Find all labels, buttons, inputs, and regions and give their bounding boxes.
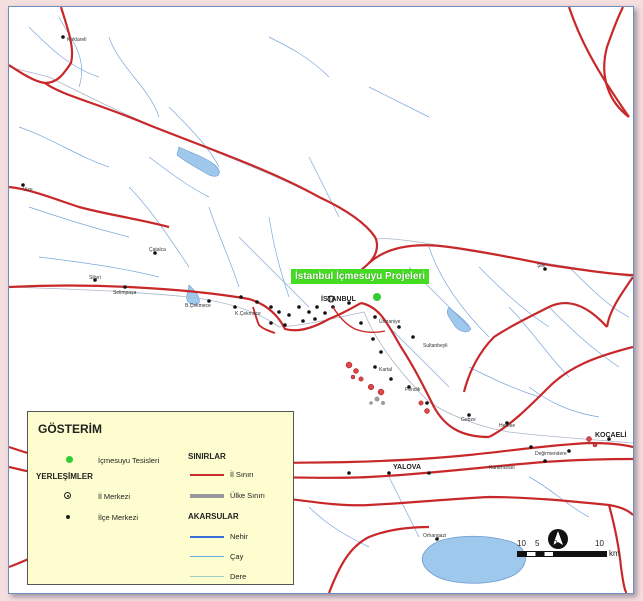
facility-legend-icon: [66, 456, 73, 463]
map-frame: Kırklareli Vize Çatalca Silivri Selimpaş…: [8, 6, 634, 594]
river-line: [190, 536, 224, 538]
reservoir-omerli: [447, 306, 472, 333]
project-label: İstanbul İçmesuyu Projeleri: [291, 269, 430, 284]
city-label: Sultanbeyli: [423, 343, 447, 349]
legend-district-center: İlçe Merkezi: [98, 513, 139, 522]
city-label-istanbul: İSTANBUL: [321, 295, 357, 303]
country-border-line: [190, 494, 224, 498]
istanbul-center-marker: [327, 295, 335, 303]
scale-unit: km: [609, 549, 620, 558]
istanbul-core-border-2: [332, 306, 386, 334]
city-label: Çatalca: [149, 247, 166, 253]
islands: [345, 361, 598, 448]
stream-line: [190, 556, 224, 557]
legend-river: Nehir: [230, 532, 248, 541]
province-center-icon: [64, 492, 71, 499]
istanbul-core-border: [252, 306, 276, 334]
city-label: B.Çekmece: [185, 303, 211, 309]
scale-tick-label: 5: [535, 539, 540, 548]
legend-facility: İçmesuyu Tesisleri: [98, 456, 160, 465]
scale-tick-label: 10: [517, 539, 526, 548]
scale-bar-graphic: [517, 551, 607, 557]
legend-boundaries-header: SINIRLAR: [188, 452, 226, 461]
reservoir-buyukcekmece: [186, 284, 200, 305]
city-label: Değirmendere: [535, 451, 567, 457]
grey-islands: [369, 396, 385, 405]
legend-settlements-header: YERLEŞİMLER: [36, 472, 93, 481]
city-label: Gebze: [461, 417, 476, 423]
city-label: K.Çekmece: [235, 311, 261, 317]
legend-title: GÖSTERİM: [38, 422, 103, 436]
legend-waterways-header: AKARSULAR: [188, 512, 239, 521]
lake-iznik: [421, 535, 526, 584]
province-center-dot: [66, 494, 69, 497]
city-label: Kartal: [379, 367, 392, 373]
region-label-kocaeli: KOCAELİ: [595, 431, 627, 439]
city-label: Karamürsel: [489, 465, 515, 471]
province-border-line: [190, 474, 224, 476]
settlement-dots: [21, 35, 611, 541]
region-label-yalova: YALOVA: [393, 464, 421, 471]
legend-province-center: İl Merkezi: [98, 492, 131, 501]
scale-tick-label: 10: [595, 539, 604, 548]
city-label: Selimpaşa: [113, 290, 137, 296]
legend-province-border: İl Sınırı: [230, 470, 254, 479]
facility-marker: [373, 293, 381, 301]
city-label: Vize: [23, 187, 33, 193]
reservoir-terkos: [176, 146, 220, 177]
city-label: Pendik: [405, 387, 421, 393]
scale-tick-label: 0: [553, 539, 558, 548]
district-center-icon: [66, 515, 70, 519]
legend-country-border: Ülke Sınırı: [230, 491, 266, 500]
province-borders: [9, 7, 633, 593]
river-network: [18, 16, 630, 548]
legend-creek: Dere: [230, 572, 247, 581]
city-label: Orhangazi: [423, 533, 446, 539]
legend-stream: Çay: [230, 552, 244, 561]
city-label: Silivri: [89, 275, 101, 281]
city-label: Şile: [537, 263, 546, 269]
creek-line: [190, 576, 224, 577]
city-label: Ümraniye: [379, 318, 401, 325]
city-label: Hereke: [499, 423, 515, 429]
north-arrow-icon: [548, 529, 568, 549]
city-label: Kırklareli: [67, 37, 86, 43]
marmara-north-coast: [9, 286, 633, 444]
scale-bar: 10 5 0 10 km: [517, 539, 627, 569]
legend: GÖSTERİM İçmesuyu Tesisleri YERLEŞİMLER …: [27, 411, 294, 585]
